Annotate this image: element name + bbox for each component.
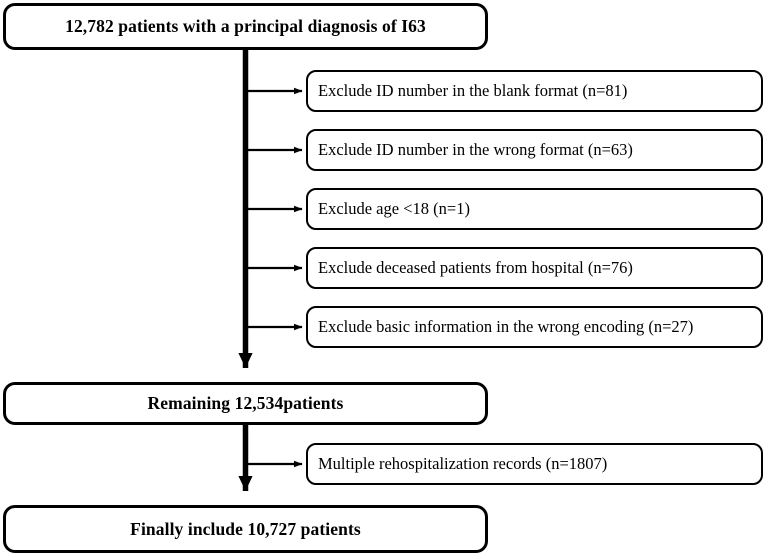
node-exclude-wrong-id: Exclude ID number in the wrong format (n… xyxy=(306,129,763,171)
node-initial-cohort-label: 12,782 patients with a principal diagnos… xyxy=(65,16,426,36)
node-exclude-blank-id: Exclude ID number in the blank format (n… xyxy=(306,70,763,112)
node-remaining-cohort: Remaining 12,534patients xyxy=(3,382,488,425)
node-exclude-blank-id-label: Exclude ID number in the blank format (n… xyxy=(318,81,628,100)
node-exclude-rehospitalization: Multiple rehospitalization records (n=18… xyxy=(306,443,763,485)
node-exclude-encoding-label: Exclude basic information in the wrong e… xyxy=(318,317,694,336)
node-exclude-age-label: Exclude age <18 (n=1) xyxy=(318,199,470,218)
node-exclude-age: Exclude age <18 (n=1) xyxy=(306,188,763,230)
node-final-cohort: Finally include 10,727 patients xyxy=(3,505,488,553)
node-exclude-encoding: Exclude basic information in the wrong e… xyxy=(306,306,763,348)
node-exclude-deceased-label: Exclude deceased patients from hospital … xyxy=(318,258,633,277)
node-exclude-rehospitalization-label: Multiple rehospitalization records (n=18… xyxy=(318,454,608,473)
node-exclude-deceased: Exclude deceased patients from hospital … xyxy=(306,247,763,289)
node-initial-cohort: 12,782 patients with a principal diagnos… xyxy=(3,3,488,50)
node-final-cohort-label: Finally include 10,727 patients xyxy=(130,518,361,539)
node-exclude-wrong-id-label: Exclude ID number in the wrong format (n… xyxy=(318,140,633,159)
node-remaining-cohort-label: Remaining 12,534patients xyxy=(147,393,344,413)
